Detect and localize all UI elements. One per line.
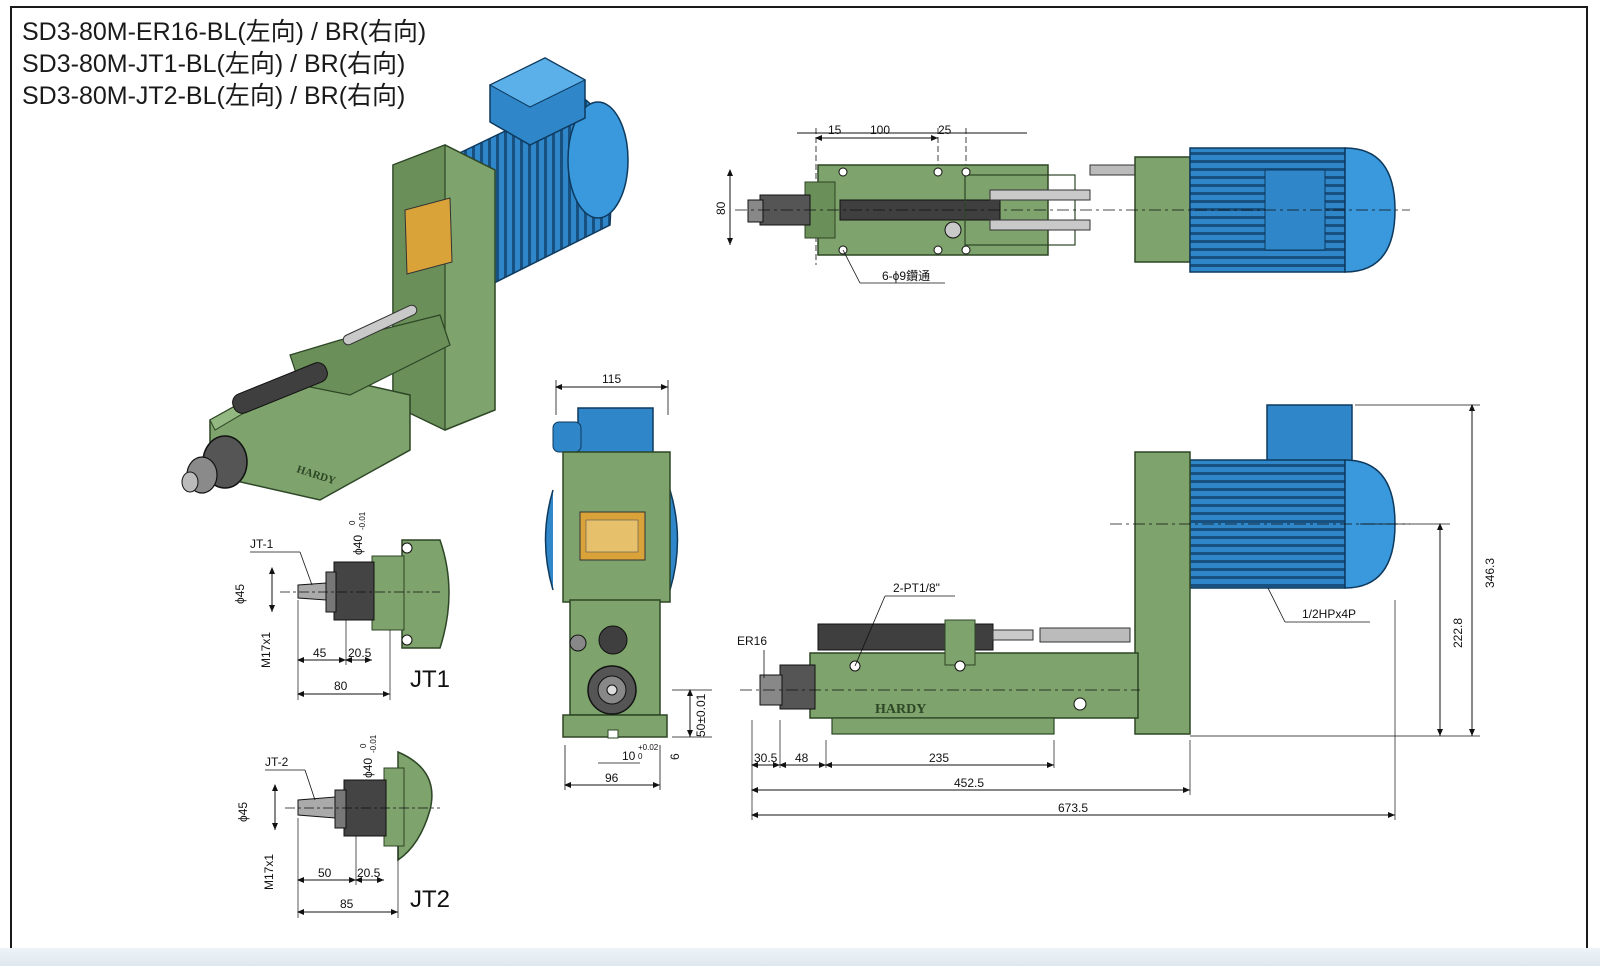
jt2-dim-m17: M17x1 [262, 854, 276, 890]
side-dim-222-8: 222.8 [1451, 618, 1465, 648]
top-dim-25: 25 [938, 123, 952, 137]
title-line-er16: SD3-80M-ER16-BL(左向) / BR(右向) [22, 18, 427, 46]
top-dim-15: 15 [828, 123, 842, 137]
front-tol-upper: +0.02 [638, 743, 659, 752]
jt1-tol-upper: 0 [348, 520, 357, 525]
jt2-detail: JT-2 ϕ45 M17x1 ϕ40 0 -0.01 50 20.5 85 JT… [236, 734, 450, 918]
jt1-label: JT1 [410, 666, 450, 693]
jt2-tol-upper: 0 [359, 743, 368, 748]
jt1-detail: JT-1 ϕ45 M17x1 ϕ40 0 -0.01 45 20.5 80 JT… [233, 511, 450, 700]
side-er16-label: ER16 [737, 634, 767, 648]
iso-slide-base [209, 304, 451, 501]
front-dim-115: 115 [602, 372, 621, 386]
side-brand-text: HARDY [875, 702, 926, 717]
side-dim-673-5: 673.5 [1058, 801, 1088, 815]
side-port-label: 2-PT1/8" [893, 581, 940, 595]
jt1-bore: ϕ40 [351, 535, 365, 555]
side-dim-30-5: 30.5 [754, 751, 778, 765]
side-dim-346-3: 346.3 [1483, 558, 1497, 588]
jt1-dim-m17: M17x1 [259, 632, 273, 668]
front-dim-50: 50±0.01 [694, 693, 708, 737]
side-dim-235: 235 [929, 751, 949, 765]
iso-spindle-nose [181, 435, 248, 494]
jt2-bore: ϕ40 [361, 758, 375, 778]
model-titles: SD3-80M-ER16-BL(左向) / BR(右向) SD3-80M-JT1… [22, 16, 426, 112]
front-tol-lower: 0 [638, 752, 643, 761]
front-view: 115 96 10 +0.02 0 6 50±0.01 [544, 372, 712, 790]
top-view: 15 100 25 80 6-ϕ9鑽通 [714, 123, 1410, 284]
jt1-dim-phi45: ϕ45 [233, 584, 247, 604]
side-motor-label: 1/2HPx4P [1302, 607, 1356, 621]
jt1-tol-lower: -0.01 [358, 511, 367, 530]
jt1-tag: JT-1 [250, 537, 274, 551]
jt2-dim-85: 85 [340, 897, 354, 911]
top-dim-80: 80 [714, 201, 728, 215]
jt2-dim-phi45: ϕ45 [236, 802, 250, 822]
title-line-jt1: SD3-80M-JT1-BL(左向) / BR(右向) [22, 50, 406, 78]
top-dim-100: 100 [870, 123, 890, 137]
bottom-shade [0, 948, 1600, 966]
jt1-dim-80: 80 [334, 679, 348, 693]
jt2-dim-20-5: 20.5 [357, 866, 381, 880]
front-dim-6: 6 [668, 753, 682, 760]
jt2-dim-50: 50 [318, 866, 332, 880]
side-dim-452-5: 452.5 [954, 776, 984, 790]
side-view: HARDY 2-PT1/8" ER16 1/2HPx4P 30.5 48 235… [737, 404, 1497, 820]
front-dim-96: 96 [605, 771, 619, 785]
jt1-dim-20-5: 20.5 [348, 646, 372, 660]
jt2-tol-lower: -0.01 [369, 734, 378, 753]
title-line-jt2: SD3-80M-JT2-BL(左向) / BR(右向) [22, 82, 406, 110]
front-dim-10: 10 [622, 749, 636, 763]
jt1-dim-45: 45 [313, 646, 327, 660]
jt2-label: JT2 [410, 886, 450, 913]
top-hole-note: 6-ϕ9鑽通 [882, 268, 930, 283]
jt2-tag: JT-2 [265, 755, 289, 769]
side-dim-48: 48 [795, 751, 809, 765]
isometric-view: HARDY [181, 57, 629, 501]
iso-housing [392, 144, 496, 431]
